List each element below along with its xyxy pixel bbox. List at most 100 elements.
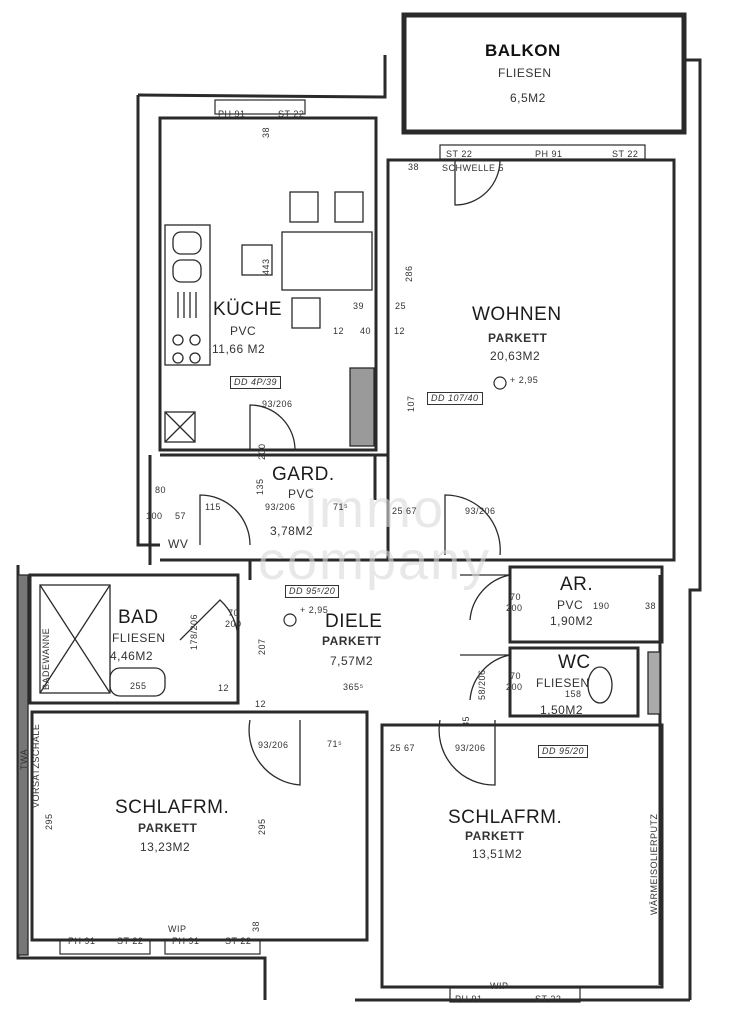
door-bedroom-left <box>248 719 301 786</box>
dim-39: 39 <box>353 301 365 311</box>
dim-200d: 200 <box>506 682 523 692</box>
threshold-label: SCHWELLE 5 <box>442 163 505 173</box>
dim-85: 85 <box>461 715 471 727</box>
dim-115: 115 <box>205 502 221 512</box>
wardrobe-walls <box>148 453 388 547</box>
bedroom-left-walls <box>30 710 369 942</box>
dim-365: 365⁵ <box>343 682 364 692</box>
dim-207: 207 <box>257 638 267 655</box>
dim-80: 80 <box>155 485 167 495</box>
chair-3 <box>241 244 273 276</box>
chair-4 <box>291 297 321 329</box>
dim-100: 100 <box>146 511 163 521</box>
bedroom-right-walls <box>380 723 664 989</box>
dining-table <box>281 231 373 291</box>
kitchen-floor: PVC <box>230 324 257 338</box>
dim-40: 40 <box>360 326 372 336</box>
door-bath <box>179 599 239 641</box>
level-marker-living <box>493 376 507 390</box>
storage-walls <box>508 565 664 644</box>
window-kitchen <box>214 99 306 115</box>
door-wc <box>460 654 511 701</box>
dim-93-206-e: 93/206 <box>455 743 486 753</box>
chair-1 <box>289 191 319 223</box>
dim-25a: 25 <box>395 301 407 311</box>
storage-name: AR. <box>560 574 594 595</box>
window-bl-st-a: ST 22 <box>117 936 144 946</box>
dim-12d: 12 <box>255 699 267 709</box>
window-kitchen-ph: PH 91 <box>218 109 246 119</box>
window-bedroom-left-b <box>164 939 261 955</box>
bath-name: BAD <box>118 607 159 628</box>
window-living-ph: PH 91 <box>535 149 563 159</box>
balcony-name: BALKON <box>485 41 561 60</box>
wc-floor: FLIESEN <box>536 676 590 690</box>
kitchen-name: KÜCHE <box>213 299 283 320</box>
storage-area: 1,90M2 <box>550 614 594 628</box>
chimney-shaft <box>349 367 375 447</box>
level-marker-hall <box>283 613 297 627</box>
watermark-company: company <box>258 531 492 591</box>
door-wardrobe <box>199 494 251 546</box>
dd-hall: DD 95⁵/20 <box>285 585 340 598</box>
window-bl-ph-b: PH 91 <box>172 936 200 946</box>
dd-living: DD 107/40 <box>427 392 483 405</box>
dim-200b: 200 <box>225 619 242 629</box>
door-kitchen <box>249 404 296 451</box>
washbasin <box>109 667 166 697</box>
dd-right: DD 95/20 <box>538 745 589 758</box>
dim-93-206-a: 93/206 <box>262 399 293 409</box>
storage-floor: PVC <box>557 598 584 612</box>
wardrobe-name: GARD. <box>272 464 335 485</box>
window-bedroom-left-a <box>59 939 151 955</box>
stove-burner-2 <box>189 334 201 346</box>
window-bl-wip: WIP <box>168 924 187 934</box>
living-name: WOHNEN <box>472 304 562 325</box>
kitchen-walls <box>158 116 378 452</box>
dim-58-206: 58/206 <box>477 669 487 700</box>
dim-38b: 38 <box>261 126 271 138</box>
dim-12a: 12 <box>333 326 345 336</box>
dim-443: 443 <box>261 258 271 275</box>
hall-area: 7,57M2 <box>330 654 374 668</box>
window-bl-st-b: ST 22 <box>225 936 252 946</box>
dim-295-b: 295 <box>257 818 267 835</box>
stove-burner-4 <box>189 352 201 364</box>
living-floor: PARKETT <box>488 331 548 345</box>
window-kitchen-st: ST 22 <box>278 109 305 119</box>
outer-wall-right <box>685 58 702 1000</box>
kitchen-counter <box>164 224 211 366</box>
bedroom-left-floor: PARKETT <box>138 821 198 835</box>
toilet-bowl <box>587 666 613 704</box>
dim-200a: 200 <box>257 443 267 460</box>
sink-bowl-2 <box>172 259 202 283</box>
window-living-st-a: ST 22 <box>446 149 473 159</box>
door-living <box>444 494 501 556</box>
bathtub <box>39 584 111 694</box>
balcony-outline <box>401 12 687 135</box>
bedroom-right-name: SCHLAFRM. <box>448 807 563 828</box>
dim-255: 255 <box>130 681 147 691</box>
sink-bowl-1 <box>172 231 202 255</box>
dd-kitchen: DD 4P/39 <box>230 376 282 389</box>
bedroom-left-name: SCHLAFRM. <box>115 797 230 818</box>
dim-135: 135 <box>255 478 265 495</box>
waermeputz-label: WÄRMEISOLIERPUTZ <box>649 813 659 915</box>
dim-178-206: 178/206 <box>189 613 199 650</box>
window-br-st: ST 22 <box>535 994 562 1004</box>
twa-label: TWA <box>19 748 29 770</box>
dim-190: 190 <box>593 601 610 611</box>
kitchen-area: 11,66 M2 <box>212 342 266 356</box>
wc-area: 1,50M2 <box>540 703 584 717</box>
balcony-area: 6,5M2 <box>510 91 546 105</box>
bath-floor: FLIESEN <box>112 631 166 645</box>
dim-71-a: 71⁵ <box>333 502 349 512</box>
stove-burner-1 <box>172 334 184 346</box>
living-area: 20,63M2 <box>490 349 541 363</box>
dim-93-206-d: 93/206 <box>258 740 289 750</box>
stove-burner-3 <box>172 352 184 364</box>
dim-107: 107 <box>406 395 416 412</box>
dim-93-206-b: 93/206 <box>265 502 296 512</box>
bedroom-right-area: 13,51M2 <box>472 847 523 861</box>
